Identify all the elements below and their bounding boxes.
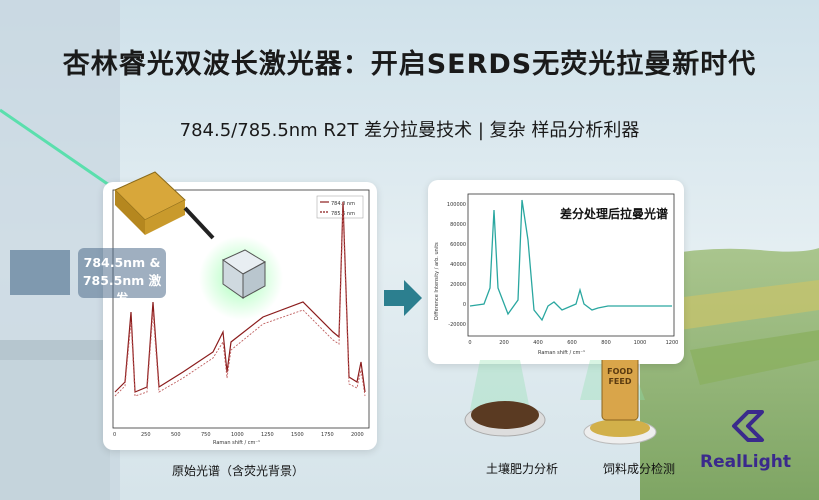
banner-title: 杏林睿光双波长激光器：开启SERDS无荧光拉曼新时代 bbox=[62, 49, 757, 80]
y-tick-label: 80000 bbox=[450, 222, 466, 228]
y-tick-label: 60000 bbox=[450, 242, 466, 248]
x-tick-label: 500 bbox=[171, 432, 181, 438]
y-tick-label: 100000 bbox=[447, 202, 466, 208]
x-tick-label: 1500 bbox=[291, 432, 304, 438]
feed-bag-label: FOOD bbox=[607, 367, 633, 376]
x-tick-label: 600 bbox=[567, 340, 577, 346]
x-tick-label: 1750 bbox=[321, 432, 334, 438]
laser-device-illustration bbox=[114, 171, 283, 320]
x-tick-label: 250 bbox=[141, 432, 151, 438]
x-axis-label: Raman shift / cm⁻¹ bbox=[538, 350, 585, 356]
raw-spectrum-chart: 784.0 nm 785.6 nm 0 250 500 750 1000 125… bbox=[112, 189, 370, 446]
x-tick-label: 2000 bbox=[351, 432, 364, 438]
diff-spectrum-chart: 100000 80000 60000 40000 20000 0 -20000 … bbox=[434, 193, 679, 356]
application-illustrations: FOOD FEED bbox=[464, 360, 657, 445]
raw-spectrum-caption: 原始光谱（含荧光背景） bbox=[172, 464, 305, 478]
x-tick-label: 800 bbox=[601, 340, 611, 346]
reallight-logo-icon bbox=[732, 410, 764, 442]
x-tick-label: 1200 bbox=[666, 340, 679, 346]
x-tick-label: 0 bbox=[113, 432, 116, 438]
diff-spectrum-panel bbox=[428, 180, 684, 364]
x-tick-label: 1000 bbox=[231, 432, 244, 438]
banner-subtitle: 784.5/785.5nm R2T 差分拉曼技术 | 复杂 样品分析利器 bbox=[179, 120, 640, 141]
y-tick-label: 20000 bbox=[450, 282, 466, 288]
x-axis-label: Raman shift / cm⁻¹ bbox=[213, 440, 260, 446]
feed-bag-label: FEED bbox=[608, 377, 631, 386]
x-tick-label: 400 bbox=[533, 340, 543, 346]
laser-wavelength-label: 784.5nm & 785.5nm 激发 bbox=[78, 248, 166, 306]
y-tick-label: -20000 bbox=[448, 322, 466, 328]
diff-spectrum-title: 差分处理后拉曼光谱 bbox=[560, 207, 669, 221]
x-tick-label: 1250 bbox=[261, 432, 274, 438]
feed-caption: 饲料成分检测 bbox=[603, 462, 676, 476]
feed-bag-icon bbox=[601, 360, 639, 421]
x-tick-label: 1000 bbox=[634, 340, 647, 346]
y-axis-label: Difference Intensity / arb. units bbox=[434, 242, 440, 320]
soil-caption: 土壤肥力分析 bbox=[486, 462, 559, 476]
laser-label-line1: 784.5nm & bbox=[83, 255, 161, 270]
y-tick-label: 40000 bbox=[450, 262, 466, 268]
laser-label-line2: 785.5nm 激发 bbox=[82, 273, 162, 306]
x-tick-label: 200 bbox=[499, 340, 509, 346]
arrow-icon bbox=[384, 280, 422, 316]
brand-name: RealLight bbox=[700, 452, 791, 472]
x-tick-label: 0 bbox=[468, 340, 471, 346]
y-tick-label: 0 bbox=[463, 302, 466, 308]
x-tick-label: 750 bbox=[201, 432, 211, 438]
